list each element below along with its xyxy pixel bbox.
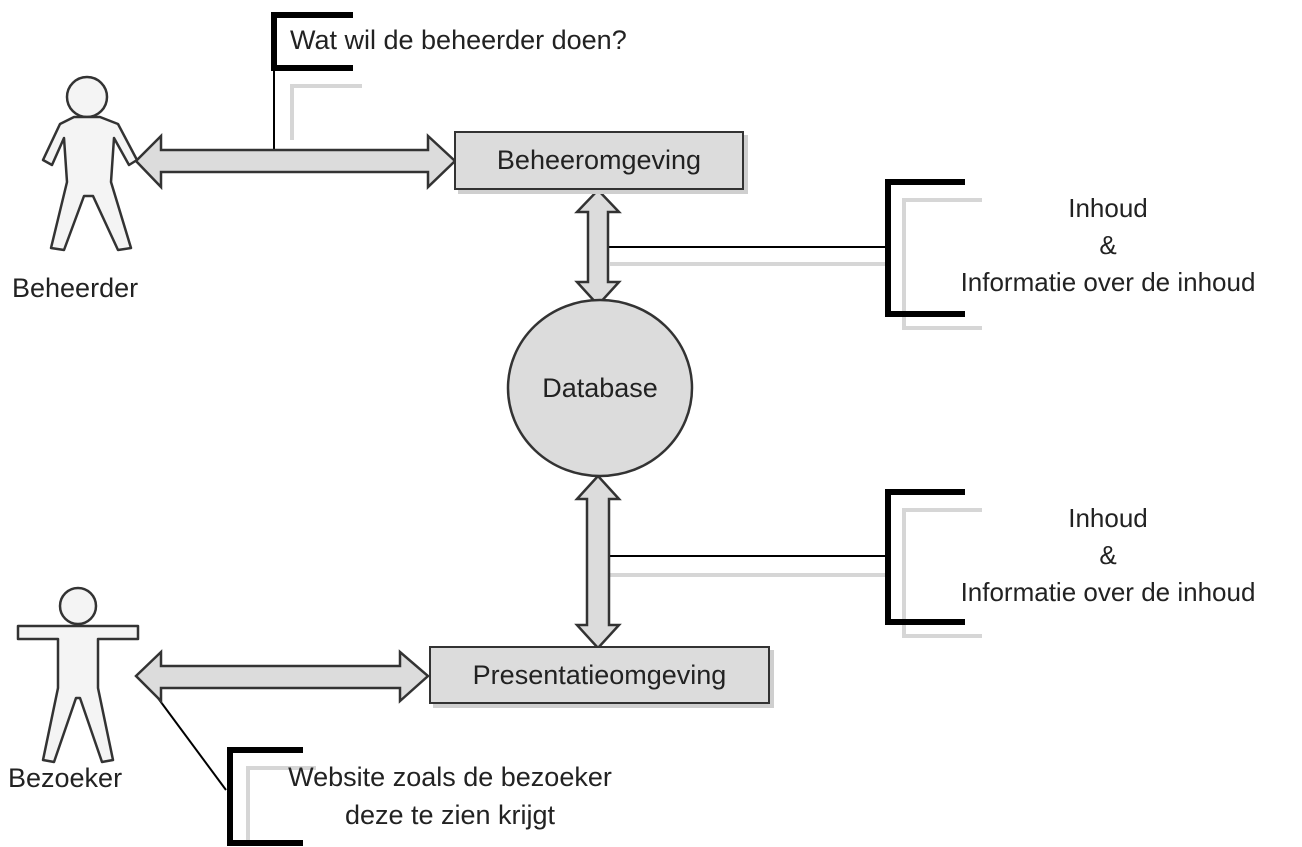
- content-top-annotation: Inhoud & Informatie over de inhoud: [915, 190, 1301, 301]
- db-presentation-arrow: [574, 474, 622, 650]
- presentation-environment-node[interactable]: Presentatieomgeving: [429, 646, 770, 704]
- content-top-bracket: [885, 179, 965, 317]
- content-bottom-bracket: [885, 489, 965, 625]
- content-top-line2: &: [1099, 230, 1117, 260]
- visitor-presentation-arrow: [134, 649, 430, 705]
- admin-question-label: Wat wil de beheerder doen?: [290, 25, 627, 55]
- content-top-line1: Inhoud: [1068, 193, 1148, 223]
- admin-actor-icon: [41, 75, 139, 252]
- presentation-environment-label: Presentatieomgeving: [472, 659, 727, 690]
- visitor-actor-icon: [16, 586, 140, 764]
- content-bottom-annotation: Inhoud & Informatie over de inhoud: [915, 500, 1301, 611]
- connector-lines: [151, 22, 885, 791]
- admin-question-bracket: [271, 12, 353, 71]
- website-view-connector: [151, 689, 227, 791]
- website-view-bracket: [227, 747, 303, 846]
- website-view-annotation: Website zoals de bezoeker deze te zien k…: [240, 758, 660, 834]
- website-view-line2: deze te zien krijgt: [344, 800, 556, 830]
- bracket-shadows: [246, 84, 982, 842]
- database-label: Database: [542, 373, 658, 403]
- admin-environment-node[interactable]: Beheeromgeving: [454, 131, 744, 190]
- content-bottom-line1: Inhoud: [1068, 503, 1148, 533]
- visitor-actor-label: Bezoeker: [8, 763, 123, 793]
- admin-environment-label: Beheeromgeving: [496, 145, 702, 175]
- admin-actor-label: Beheerder: [12, 273, 139, 303]
- database-shape: [506, 298, 694, 478]
- admin-env-arrow: [134, 132, 457, 191]
- website-view-line1: Website zoals de bezoeker: [288, 762, 612, 792]
- content-top-line3: Informatie over de inhoud: [960, 267, 1256, 297]
- annotation-brackets: [227, 12, 965, 846]
- arrows: [134, 132, 622, 705]
- content-bottom-line2: &: [1099, 540, 1117, 570]
- content-bottom-line3: Informatie over de inhoud: [960, 577, 1256, 607]
